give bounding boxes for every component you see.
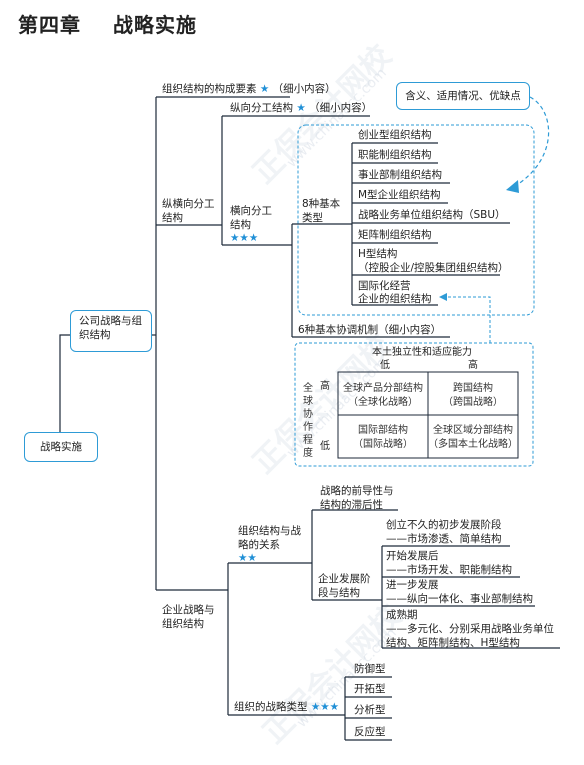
matrix-y-title: 全球协作程度 [303, 383, 313, 459]
stages-node: 企业发展阶段与结构 [318, 573, 371, 599]
type-sbu: 战略业务单位组织结构（SBU） [358, 209, 506, 221]
root-node: 战略实施 [24, 432, 98, 462]
star-icon: ★ [259, 83, 270, 95]
star-icon: ★ [296, 102, 306, 114]
matrix-cell-international: 国际部结构 （国际战略） [353, 425, 413, 450]
type-m-form: M型企业组织结构 [358, 189, 441, 201]
matrix-cell-global-region: 全球区域分部结构 （多国本土化战略） [428, 425, 518, 450]
stage-further-growth: 进一步发展 ——纵向一体化、事业部制结构 [386, 579, 533, 605]
page-title: 第四章 战略实施 [18, 15, 197, 35]
type-reactor: 反应型 [354, 726, 386, 738]
type-analyzer: 分析型 [354, 704, 386, 716]
horizontal-division-node: 横向分工结构 [230, 205, 272, 231]
division-node: 纵横向分工结构 [162, 198, 215, 224]
branch-enterprise-strategy-structure: 企业战略与组织结构 [162, 604, 215, 630]
lead-lag-node: 战略的前导性与结构的滞后性 [320, 485, 394, 511]
matrix-y-high: 高 [320, 381, 330, 392]
type-international-org: 企业的组织结构 [358, 293, 432, 305]
branch-label: 公司战略与组织结构 [79, 315, 142, 341]
type-divisional: 事业部制组织结构 [358, 169, 442, 181]
stage-mature: 成熟期 ——多元化、分别采用战略业务单位 结构、矩阵制结构、H型结构 [386, 609, 554, 649]
chapter-name: 战略实施 [113, 13, 197, 37]
org-elements-node: 组织结构的构成要素 ★ （细小内容） [162, 83, 336, 95]
matrix-x-low: 低 [380, 360, 390, 371]
type-matrix: 矩阵制组织结构 [358, 229, 432, 241]
matrix-cell-global-product: 全球产品分部结构 （全球化战略） [343, 383, 423, 408]
stage-growth: 开始发展后 ——市场开发、职能制结构 [386, 550, 512, 576]
strategy-types-node: 组织的战略类型 ★★★ [234, 701, 340, 713]
type-defender: 防御型 [354, 663, 386, 675]
chapter-number: 第四章 [18, 13, 81, 37]
stage-startup: 创立不久的初步发展阶段 ——市场渗透、简单结构 [386, 519, 502, 545]
star-icon: ★★★ [310, 701, 340, 713]
root-label: 战略实施 [40, 441, 82, 453]
callout-box: 含义、适用情况、优缺点 [396, 82, 530, 110]
type-h-form-note: （控股企业/控股集团组织结构） [358, 262, 509, 274]
star-icon: ★★ [238, 552, 257, 564]
type-prospector: 开拓型 [354, 683, 386, 695]
type-h-form: H型结构 [358, 248, 398, 260]
matrix-y-low: 低 [320, 441, 330, 452]
matrix-cell-transnational: 跨国结构 （跨国战略） [443, 383, 503, 408]
type-international: 国际化经营 [358, 280, 411, 292]
matrix-x-title: 本土独立性和适应能力 [372, 347, 472, 358]
basic-types-label: 8种基本类型 [302, 198, 341, 224]
coordination-node: 6种基本协调机制（细小内容） [298, 324, 442, 336]
relation-node: 组织结构与战略的关系 [238, 525, 301, 551]
star-icon: ★★★ [230, 232, 259, 244]
vertical-division-node: 纵向分工结构 ★ （细小内容） [230, 102, 373, 114]
branch-strategy-structure: 公司战略与组织结构 [70, 310, 152, 352]
type-functional: 职能制组织结构 [358, 149, 432, 161]
type-entrepreneurial: 创业型组织结构 [358, 129, 432, 141]
matrix-x-high: 高 [468, 360, 478, 371]
